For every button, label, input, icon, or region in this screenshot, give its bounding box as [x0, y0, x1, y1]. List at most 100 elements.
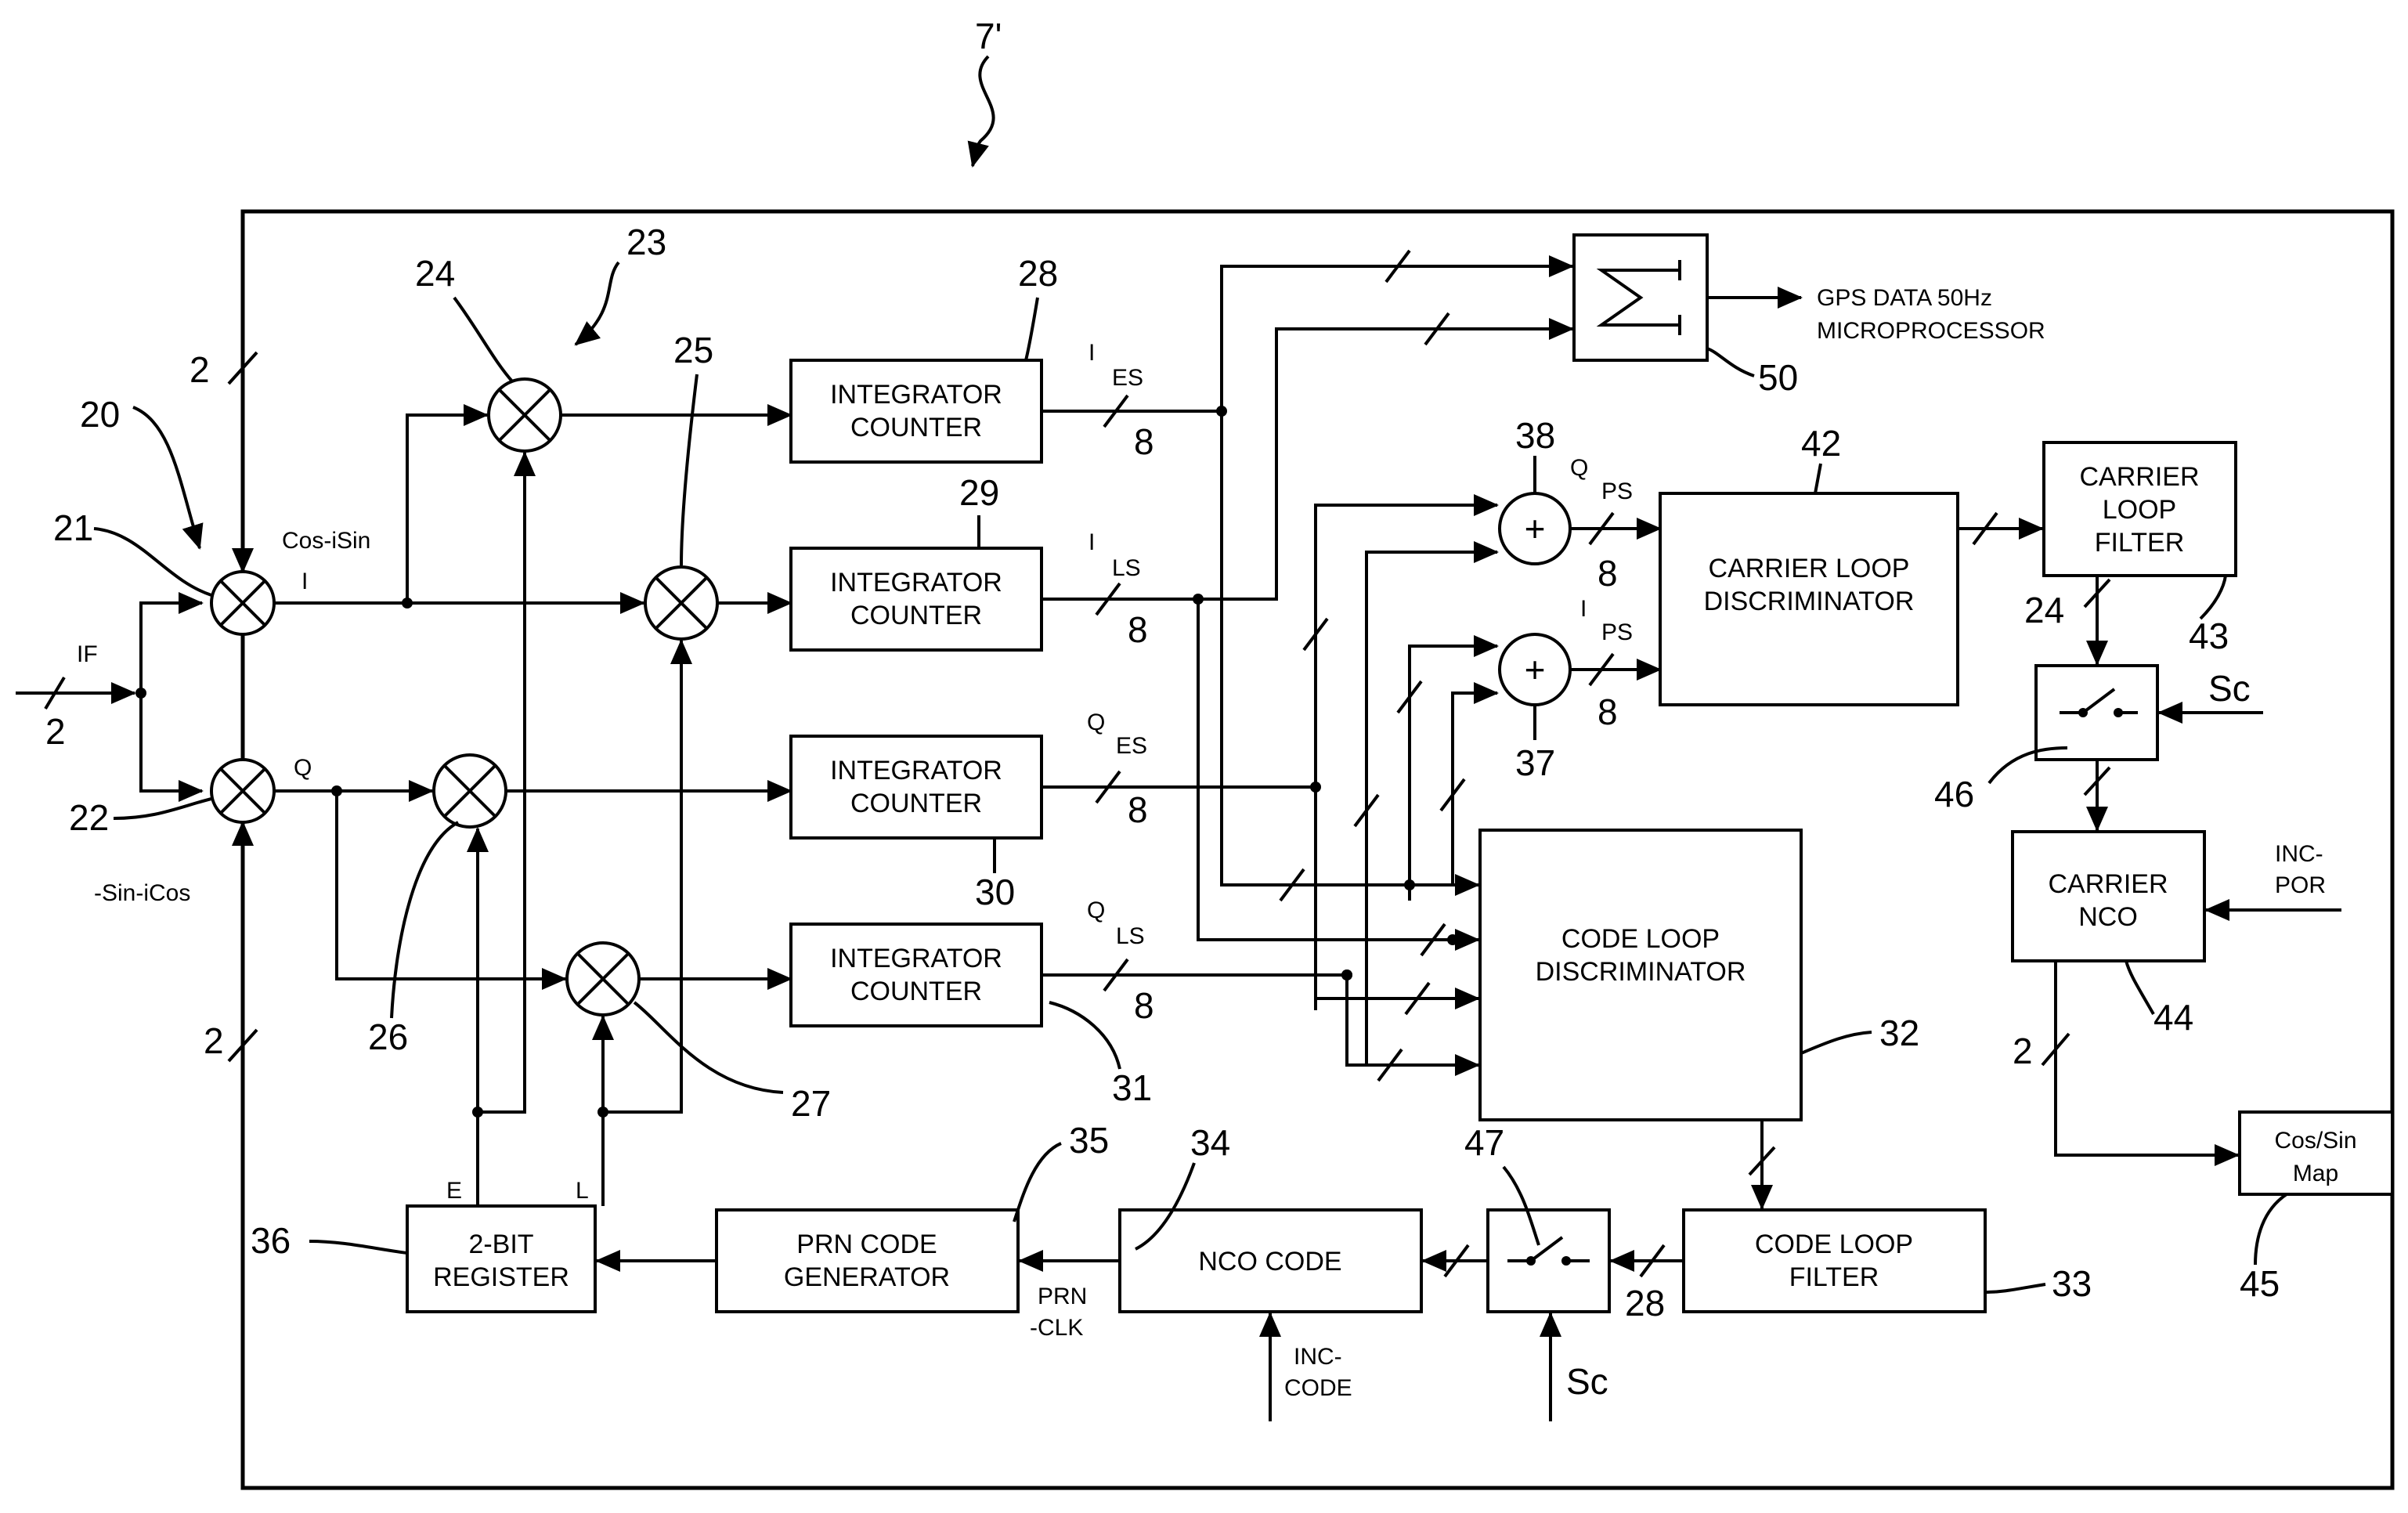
mixer-22 — [211, 760, 274, 822]
ref-45: 45 — [2240, 1263, 2280, 1304]
ref-46: 46 — [1934, 774, 1974, 814]
sc2-label: Sc — [1566, 1361, 1608, 1402]
svg-text:+: + — [1525, 508, 1546, 549]
prn-code-generator-35: PRN CODE GENERATOR — [717, 1210, 1018, 1312]
q-label: Q — [294, 755, 312, 781]
mixer-21 — [211, 572, 274, 634]
carrier-in-top-width: 2 — [190, 349, 210, 390]
inc-por-line2: POR — [2275, 872, 2326, 898]
prn-gen-line1: PRN CODE — [796, 1230, 937, 1259]
i-label: I — [301, 569, 308, 594]
ref-24-leader — [454, 298, 513, 382]
ref-21: 21 — [53, 507, 93, 548]
ref-33-leader — [1985, 1284, 2045, 1292]
int28-line1: INTEGRATOR — [830, 380, 1002, 410]
ref-42-leader — [1815, 464, 1821, 493]
ies-i: I — [1088, 340, 1095, 366]
junction-qls — [1341, 970, 1352, 980]
cossin-line1: Cos/Sin — [2274, 1128, 2356, 1154]
carrier-loop-filter-43: CARRIER LOOP FILTER — [2044, 442, 2236, 576]
integrator-counter-31: INTEGRATOR COUNTER — [791, 924, 1042, 1026]
ies-width: 8 — [1134, 421, 1154, 462]
cos-sin-map-45: Cos/Sin Map — [2240, 1112, 2392, 1194]
int30-line2: COUNTER — [850, 789, 982, 818]
ref-29: 29 — [959, 472, 999, 513]
carrier-nco-line1: CARRIER — [2048, 869, 2168, 899]
ref-50-leader — [1707, 348, 1754, 376]
bus-a-to-summer38 — [1316, 505, 1497, 1010]
integrator-counter-28: INTEGRATOR COUNTER — [791, 360, 1042, 462]
code-disc-line2: DISCRIMINATOR — [1536, 957, 1746, 987]
ref-26: 26 — [368, 1016, 408, 1057]
junction-ils-bus-c — [1404, 879, 1415, 890]
ref-50: 50 — [1758, 357, 1798, 398]
ref-24: 24 — [415, 253, 455, 294]
carrier-disc-line1: CARRIER LOOP — [1709, 554, 1910, 583]
code-filter-line1: CODE LOOP — [1755, 1230, 1913, 1259]
qls-sub: LS — [1116, 923, 1145, 949]
qes-width: 8 — [1128, 789, 1148, 830]
mixer-25 — [645, 567, 717, 639]
int28-line2: COUNTER — [850, 413, 982, 442]
figure-ref: 7' — [975, 16, 1002, 56]
ref-42: 42 — [1801, 423, 1841, 464]
ref-27-leader — [634, 1002, 783, 1092]
int29-line1: INTEGRATOR — [830, 568, 1002, 598]
if-to-mixer22 — [141, 693, 202, 791]
ref-32-leader — [1801, 1032, 1872, 1053]
ref-27: 27 — [791, 1083, 831, 1124]
sc1-label: Sc — [2208, 668, 2251, 709]
qes-sub: ES — [1116, 733, 1147, 759]
summer-38: + — [1500, 493, 1570, 564]
carrier-filter-line3: FILTER — [2095, 528, 2185, 558]
int31-line2: COUNTER — [850, 977, 982, 1006]
ref-20-leader — [133, 407, 200, 548]
ref-23: 23 — [626, 222, 666, 262]
code-switch-47 — [1488, 1210, 1609, 1312]
sin-icos-label: -Sin-iCos — [94, 880, 190, 906]
code-loop-discriminator-32: CODE LOOP DISCRIMINATOR — [1480, 830, 1801, 1120]
register-line2: REGISTER — [433, 1262, 569, 1292]
prn-gen-line2: GENERATOR — [784, 1262, 950, 1292]
carrier-bus-width: 24 — [2024, 590, 2064, 630]
if-to-mixer21 — [141, 603, 202, 693]
code-loop-filter-33: CODE LOOP FILTER — [1684, 1210, 1985, 1312]
ips-sub: PS — [1601, 619, 1633, 645]
ref-25-leader — [681, 374, 697, 565]
cos-isin-label: Cos-iSin — [282, 528, 370, 554]
ref-30: 30 — [975, 872, 1015, 912]
integrator-counter-30: INTEGRATOR COUNTER — [791, 736, 1042, 838]
carrier-filter-line2: LOOP — [2103, 495, 2176, 525]
code-disc-line1: CODE LOOP — [1561, 924, 1720, 954]
cossin-line2: Map — [2293, 1161, 2338, 1186]
inc-code-line1: INC- — [1294, 1344, 1342, 1370]
data-accumulator-50 — [1574, 235, 1707, 360]
prn-clk-line2: -CLK — [1030, 1315, 1083, 1341]
ref-35: 35 — [1069, 1120, 1109, 1161]
ref-45-leader — [2255, 1194, 2287, 1265]
int30-line1: INTEGRATOR — [830, 756, 1002, 785]
carrier-nco-line2: NCO — [2078, 902, 2138, 932]
mixer-27 — [567, 943, 639, 1015]
mixer-26 — [434, 755, 506, 827]
ref-23-leader — [576, 262, 619, 345]
ies-sub: ES — [1112, 365, 1143, 391]
qls-width: 8 — [1134, 985, 1154, 1026]
ips-width: 8 — [1598, 692, 1618, 732]
ref-22-leader — [114, 799, 211, 818]
code-filter-line2: FILTER — [1789, 1262, 1879, 1292]
junction-ils-bus-d — [1447, 934, 1458, 945]
ils-to-code-disc — [1198, 599, 1478, 940]
nco-code-34: NCO CODE — [1120, 1210, 1421, 1312]
nco-to-cossin — [2056, 961, 2238, 1155]
ref-26-leader — [392, 822, 458, 1018]
int29-line2: COUNTER — [850, 601, 982, 630]
inc-por-line1: INC- — [2275, 841, 2323, 867]
ref-25: 25 — [673, 330, 713, 370]
gps-data-line1: GPS DATA 50Hz — [1817, 285, 1992, 311]
figure-ref-leader — [973, 56, 994, 166]
mixer-24 — [489, 379, 561, 451]
ref-36-leader — [309, 1241, 407, 1253]
ref-47: 47 — [1464, 1122, 1504, 1163]
